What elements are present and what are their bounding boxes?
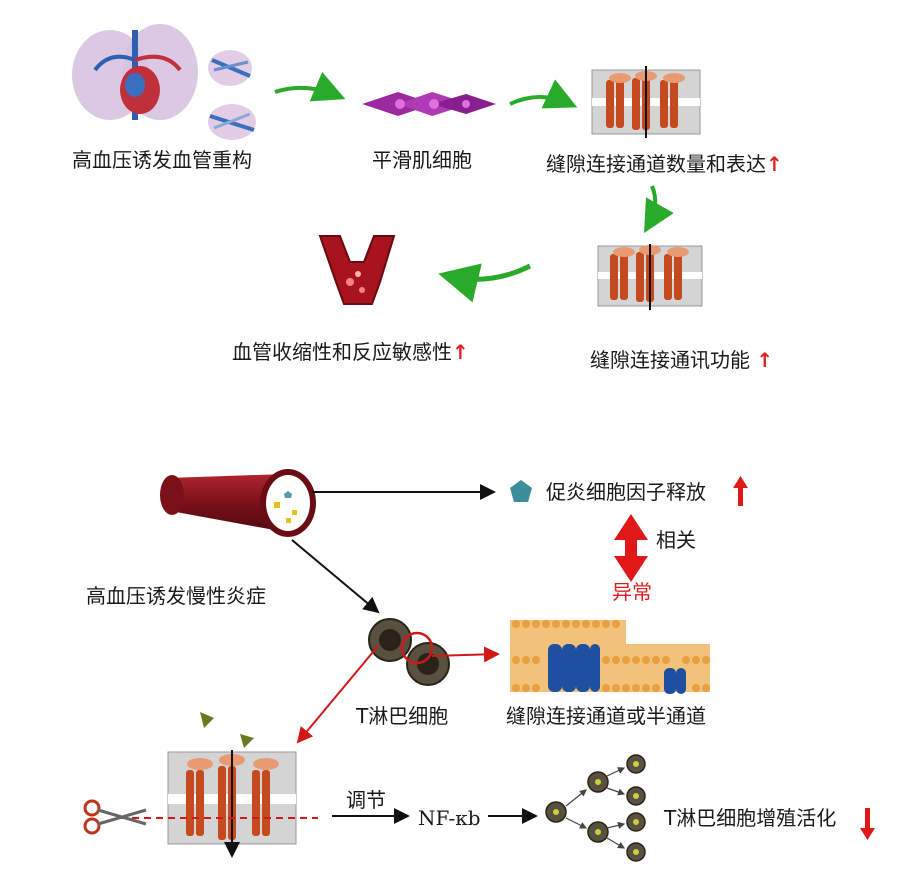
label-gap-junction-count-text: 缝隙连接通道数量和表达 xyxy=(546,152,766,176)
scissors-icon xyxy=(83,799,147,835)
label-vessel-response-text: 血管收缩性和反应敏感性 xyxy=(232,340,452,364)
increase-icon: ↑ xyxy=(766,152,783,176)
vessel-y-illustration xyxy=(318,235,396,305)
increase-arrow-icon-cytokines xyxy=(733,476,748,506)
label-vessel-response: 血管收缩性和反应敏感性↑ xyxy=(232,342,469,362)
blood-vessel-tube-illustration xyxy=(160,469,316,537)
label-regulate: 调节 xyxy=(346,788,386,812)
label-t-lymphocytes: T淋巴细胞 xyxy=(356,704,449,728)
lung-heart-illustration xyxy=(72,24,198,120)
correlation-double-arrow xyxy=(614,514,648,582)
gap-junction-illustration-1 xyxy=(591,66,701,138)
label-chronic-inflammation: 高血压诱发慢性炎症 xyxy=(86,584,266,608)
label-hypertension-remodeling: 高血压诱发血管重构 xyxy=(72,148,252,172)
gap-junction-illustration-3 xyxy=(167,750,297,858)
arrow-smc-to-gap-junction xyxy=(509,79,578,109)
ligand-triangle-icon-2 xyxy=(240,734,254,748)
smooth-muscle-cells-illustration xyxy=(362,92,496,116)
arrow-remodeling-to-smc xyxy=(274,71,346,102)
small-vessel-illustration-2 xyxy=(208,104,256,140)
proliferating-cells-illustration xyxy=(545,754,646,862)
ligand-triangle-icon-1 xyxy=(200,712,214,728)
membrane-channel-illustration xyxy=(510,620,710,694)
arrow-count-to-function xyxy=(644,185,674,233)
arrow-tcells-to-gap-block xyxy=(296,645,379,744)
label-gap-junction-count: 缝隙连接通道数量和表达↑ xyxy=(546,154,783,174)
t-cells-illustration xyxy=(368,618,450,686)
small-vessel-illustration-1 xyxy=(208,50,252,86)
label-correlated: 相关 xyxy=(656,528,696,552)
label-cytokine-release: 促炎细胞因子释放 xyxy=(546,480,706,504)
label-nfkb: NF-κb xyxy=(418,806,481,830)
label-smooth-muscle-cell: 平滑肌细胞 xyxy=(372,148,472,172)
label-gap-junction-function: 缝隙连接通讯功能 ↑ xyxy=(590,350,773,370)
label-gap-junction-function-text: 缝隙连接通讯功能 xyxy=(590,348,750,372)
decrease-arrow-icon xyxy=(860,808,875,840)
label-abnormal: 异常 xyxy=(612,580,652,604)
increase-icon: ↑ xyxy=(452,340,469,364)
cytokine-pentagon-icon xyxy=(510,480,532,502)
increase-icon: ↑ xyxy=(756,348,774,372)
arrow-vessel-to-tcells xyxy=(291,539,380,614)
arrow-tcells-to-hemichannel xyxy=(431,646,500,663)
label-t-cell-proliferation: T淋巴细胞增殖活化 xyxy=(664,806,837,830)
label-hemichannel: 缝隙连接通道或半通道 xyxy=(506,704,706,728)
gap-junction-illustration-2 xyxy=(597,244,703,310)
arrow-function-to-vessel xyxy=(438,263,532,303)
